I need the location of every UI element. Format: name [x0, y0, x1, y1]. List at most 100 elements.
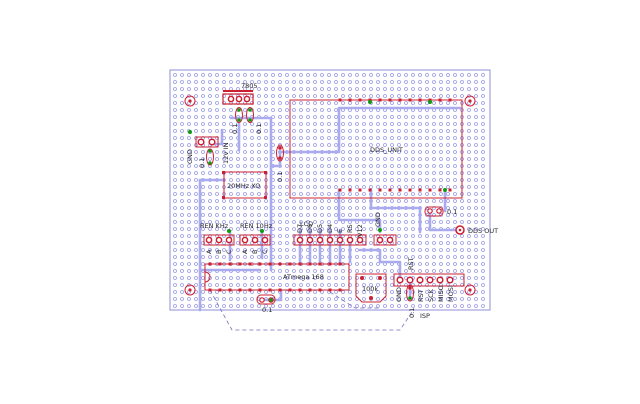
- board-hole: [250, 248, 254, 252]
- board-hole: [243, 297, 247, 301]
- flying-lead-isp: [209, 289, 413, 331]
- board-hole: [243, 248, 247, 252]
- board-hole: [418, 171, 422, 175]
- board-hole: [271, 94, 275, 98]
- board-hole: [460, 220, 464, 224]
- board-hole: [236, 248, 240, 252]
- isp-cap[interactable]: 0.1: [406, 284, 417, 318]
- board-hole: [446, 80, 450, 84]
- board-hole: [383, 304, 387, 308]
- board-hole: [425, 241, 429, 245]
- mount-hole-top-right: [464, 95, 476, 107]
- output-cap[interactable]: 0.1: [424, 206, 457, 217]
- board-hole: [194, 234, 198, 238]
- board-hole: [194, 248, 198, 252]
- dds-pin-bottom: [338, 188, 342, 192]
- board-hole: [313, 157, 317, 161]
- board-hole: [474, 108, 478, 112]
- board-hole: [404, 143, 408, 147]
- input-cap[interactable]: 0.1: [198, 148, 214, 168]
- ren-khz-outline: [203, 234, 235, 246]
- board-hole: [180, 262, 184, 266]
- board-hole: [320, 283, 324, 287]
- regulator-7805[interactable]: 7805: [222, 82, 258, 105]
- board-hole: [243, 143, 247, 147]
- board-hole: [432, 192, 436, 196]
- board-hole: [404, 136, 408, 140]
- board-hole: [180, 297, 184, 301]
- board-hole: [369, 234, 373, 238]
- board-hole: [180, 143, 184, 147]
- dds-unit[interactable]: DDS_UNIT: [289, 98, 463, 199]
- lcd-pin-e-label: E: [336, 229, 344, 233]
- board-hole: [390, 178, 394, 182]
- trimmer-100k[interactable]: 100k: [355, 273, 387, 303]
- ren-khz-header[interactable]: REN KHz A B C: [200, 222, 235, 254]
- board-hole: [334, 297, 338, 301]
- board-hole: [229, 143, 233, 147]
- lcd-header[interactable]: LCD D7 D6 D5 D4 E RS V12: [293, 220, 367, 246]
- dds-out-connector[interactable]: DDS OUT: [455, 225, 498, 235]
- board-hole: [446, 192, 450, 196]
- board-hole: [271, 73, 275, 77]
- board-hole: [292, 122, 296, 126]
- board-hole: [460, 94, 464, 98]
- board-hole: [418, 297, 422, 301]
- board-hole: [355, 178, 359, 182]
- board-hole: [369, 171, 373, 175]
- isp-header[interactable]: RST RST SCK MISO MOSI GND ISP: [393, 257, 465, 320]
- board-hole: [222, 276, 226, 280]
- board-hole: [341, 199, 345, 203]
- board-hole: [362, 164, 366, 168]
- board-hole: [418, 241, 422, 245]
- reg-cap-right[interactable]: 0.1: [246, 107, 264, 135]
- board-hole: [418, 269, 422, 273]
- board-hole: [369, 213, 373, 217]
- atmega-pin-bottom: [288, 288, 292, 292]
- board-hole: [474, 122, 478, 126]
- gnd-mid-header[interactable]: GND: [373, 212, 397, 246]
- reg-cap-left[interactable]: 0.1: [231, 107, 243, 135]
- oscillator-20mhz[interactable]: 20MHz XO: [222, 171, 267, 199]
- board-hole: [460, 206, 464, 210]
- board-hole: [432, 73, 436, 77]
- board-hole: [453, 143, 457, 147]
- board-hole: [264, 80, 268, 84]
- gnd-left-label: GND: [186, 149, 194, 164]
- board-hole: [264, 129, 268, 133]
- board-hole: [229, 297, 233, 301]
- board-hole: [446, 122, 450, 126]
- board-hole: [397, 241, 401, 245]
- board-hole: [173, 283, 177, 287]
- board-hole: [257, 101, 261, 105]
- board-hole: [362, 283, 366, 287]
- board-hole: [383, 157, 387, 161]
- mcu-cap[interactable]: 0.1: [256, 294, 276, 314]
- board-hole: [432, 87, 436, 91]
- board-hole: [292, 115, 296, 119]
- board-hole: [327, 199, 331, 203]
- board-hole: [194, 199, 198, 203]
- xo-cap[interactable]: 0.1: [276, 144, 284, 182]
- board-hole: [404, 185, 408, 189]
- power-input-header[interactable]: GND 12V IN: [186, 130, 230, 164]
- board-hole: [453, 185, 457, 189]
- board-hole: [334, 108, 338, 112]
- board-hole: [390, 213, 394, 217]
- dds-via-2: [428, 100, 432, 104]
- board-hole: [257, 276, 261, 280]
- board-hole: [369, 157, 373, 161]
- ren-10hz-header[interactable]: REN 10Hz A B C: [239, 222, 273, 254]
- board-hole: [194, 150, 198, 154]
- board-hole: [348, 73, 352, 77]
- board-hole: [215, 150, 219, 154]
- mount-hole-bottom-left: [184, 284, 196, 296]
- atmega-168-chip[interactable]: ATmega 168: [204, 262, 350, 292]
- board-hole: [334, 171, 338, 175]
- xo-cap-pin2: [278, 156, 282, 160]
- board-hole: [418, 150, 422, 154]
- board-hole: [474, 255, 478, 259]
- dds-pin-bottom: [428, 188, 432, 192]
- board-hole: [187, 122, 191, 126]
